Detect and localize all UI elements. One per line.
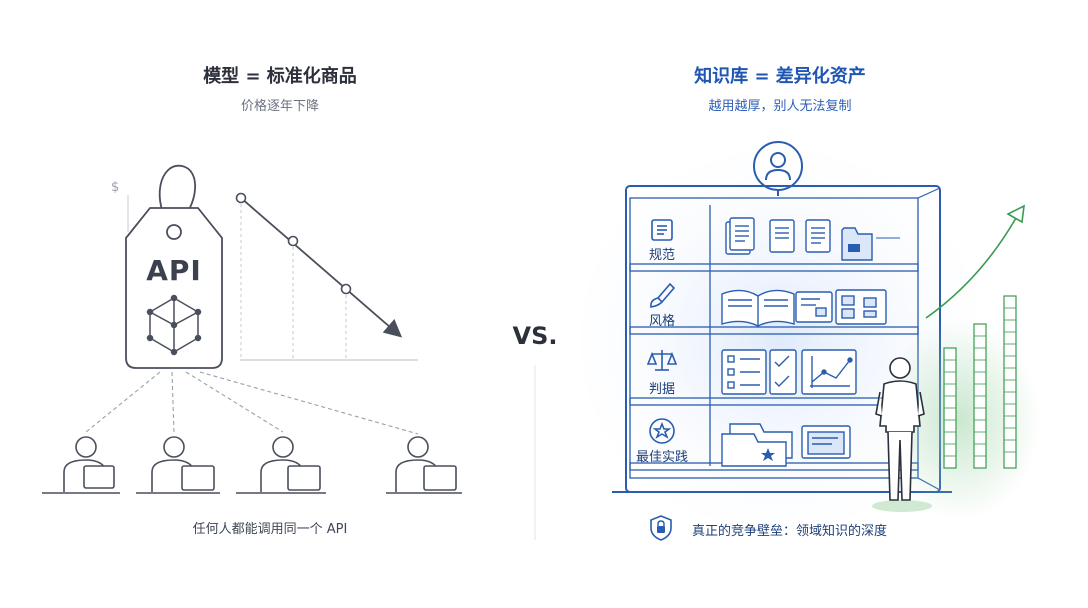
growth-glow (880, 320, 1040, 520)
lock-icon (650, 515, 672, 541)
connection-lines (85, 371, 419, 435)
shelf-label-spec: 规范 (648, 248, 675, 263)
shelf-label-criteria: 判据 (648, 382, 675, 397)
shelf-label-style: 风格 (648, 314, 675, 329)
user-1 (42, 436, 120, 494)
shelf-label-best-practice: 最佳实践 (635, 450, 688, 465)
user-4 (386, 436, 462, 494)
api-tag-label: API (146, 254, 202, 287)
right-subtitle: 越用越厚，别人无法复制 (708, 99, 852, 114)
shelf-1-documents (725, 217, 900, 261)
right-caption: 真正的竞争壁垒：领域知识的深度 (692, 524, 888, 539)
cube-icon (146, 294, 202, 356)
price-decline-chart (127, 192, 418, 361)
person-figure (875, 357, 925, 501)
shelf-3-criteria (721, 349, 857, 395)
left-title: 模型 = 标准化商品 (203, 66, 357, 87)
growth-arrow (925, 204, 1025, 319)
shelf-2-style (721, 289, 887, 327)
avatar-icon (753, 141, 803, 196)
person-shadow (872, 500, 932, 512)
api-price-tag (125, 165, 223, 369)
right-title: 知识库 = 差异化资产 (694, 66, 866, 87)
star-icon (649, 418, 675, 444)
shelf-4-best-practice (721, 423, 851, 467)
user-3 (236, 436, 326, 494)
user-2 (136, 436, 220, 494)
brush-icon (650, 282, 676, 308)
left-caption: 任何人都能调用同一个 API (192, 522, 348, 537)
currency-symbol: $ (111, 180, 120, 195)
document-icon (651, 219, 673, 241)
left-subtitle: 价格逐年下降 (240, 99, 319, 114)
scales-icon (646, 350, 678, 371)
vs-label: VS. (512, 322, 558, 350)
growth-bar-ticks (944, 307, 1016, 457)
shelf-glow (580, 150, 980, 530)
